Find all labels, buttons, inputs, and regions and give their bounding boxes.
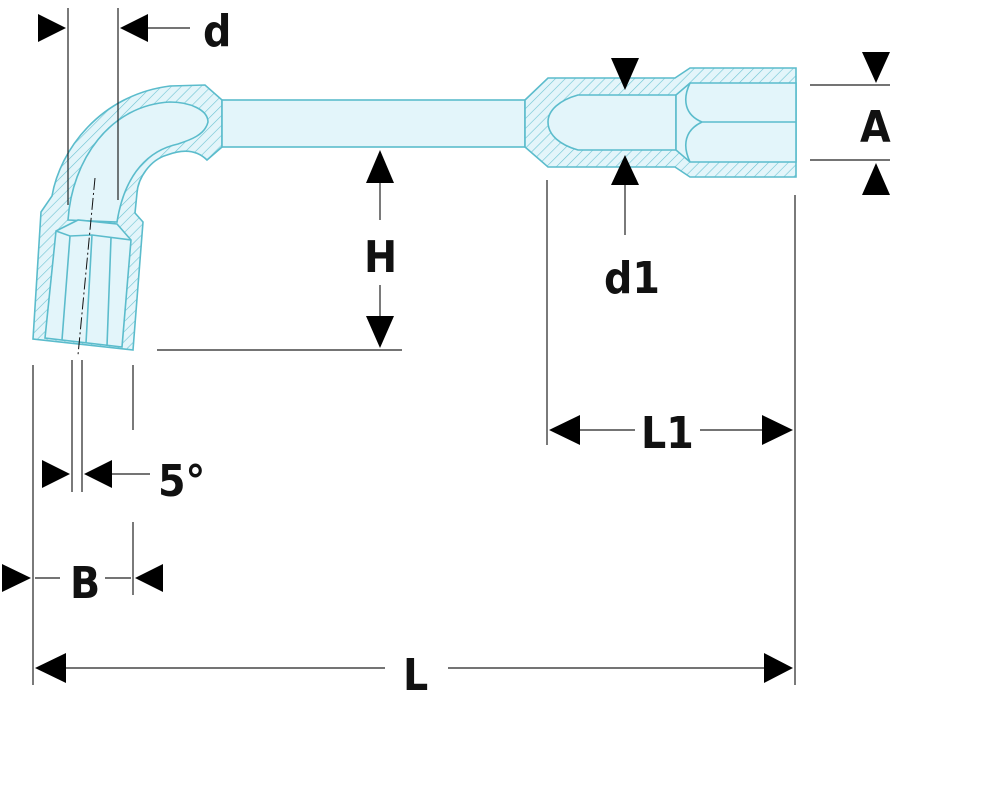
label-H: H xyxy=(364,232,397,283)
label-angle: 5° xyxy=(158,456,205,507)
label-d: d xyxy=(203,6,231,57)
label-L1: L1 xyxy=(641,408,694,459)
arrow-icon xyxy=(38,14,66,42)
label-L: L xyxy=(403,650,428,701)
label-B: B xyxy=(70,558,100,609)
arrow-icon xyxy=(42,460,70,488)
arrow-icon xyxy=(2,564,31,592)
bent-head-bore xyxy=(67,101,209,223)
arrow-icon xyxy=(366,316,394,348)
label-d1: d1 xyxy=(604,253,660,304)
shaft xyxy=(221,99,526,148)
arrow-icon xyxy=(762,415,793,445)
arrow-icon xyxy=(862,52,890,83)
dimension-lines xyxy=(2,8,890,685)
straight-head-bore xyxy=(547,94,677,151)
arrow-icon xyxy=(611,155,639,185)
arrow-icon xyxy=(764,653,793,683)
socket-axis xyxy=(77,177,96,356)
arrow-icon xyxy=(862,163,890,195)
label-A: A xyxy=(860,102,891,153)
wrench-body xyxy=(32,67,797,356)
arrow-icon xyxy=(135,564,163,592)
arrow-icon xyxy=(549,415,580,445)
arrow-icon xyxy=(366,150,394,183)
arrow-icon xyxy=(120,14,148,42)
arrow-icon xyxy=(611,58,639,90)
arrow-icon xyxy=(35,653,66,683)
arrow-icon xyxy=(84,460,112,488)
